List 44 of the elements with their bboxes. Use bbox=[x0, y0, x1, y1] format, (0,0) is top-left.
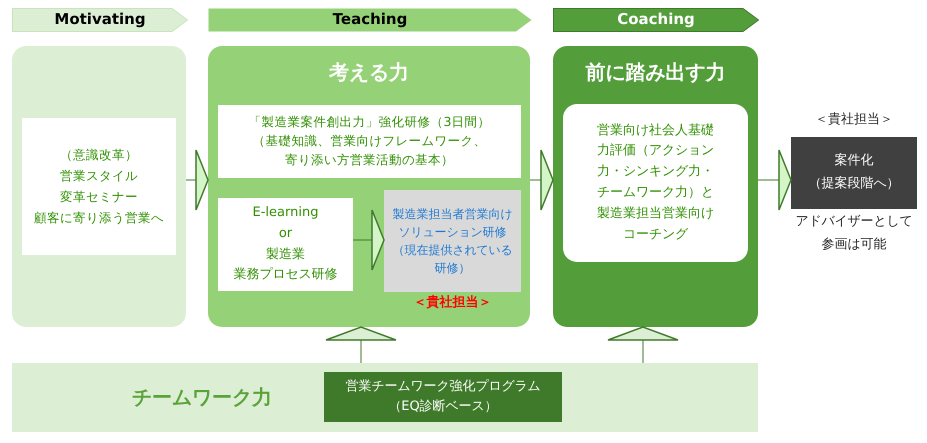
phase-label: Coaching bbox=[617, 9, 695, 30]
program-text: 製造業 bbox=[265, 246, 306, 264]
program-text: （基礎知識、営業向けフレームワーク、寄り添い方営業活動の基本） bbox=[252, 132, 488, 169]
program-card bbox=[22, 118, 176, 255]
stage-panel bbox=[208, 46, 530, 327]
phase-banner bbox=[12, 8, 188, 32]
program-card bbox=[563, 104, 748, 262]
phase-label: Teaching bbox=[332, 9, 408, 30]
phase-banner bbox=[208, 8, 532, 32]
program-text: 製造業担当者営業向けソリューション研修 bbox=[392, 206, 514, 241]
chevron-arrow bbox=[758, 149, 792, 211]
owner-note: ＜貴社担当＞ bbox=[814, 111, 894, 129]
stage-title: 前に踏み出す力 bbox=[586, 59, 726, 86]
program-text: （現在提供されている研修） bbox=[392, 242, 514, 277]
phase-banner bbox=[553, 8, 759, 32]
owner-note: ＜貴社担当＞ bbox=[412, 294, 492, 312]
stage-panel bbox=[553, 46, 758, 327]
outcome-text: （提案段階へ） bbox=[808, 175, 900, 193]
stage-panel bbox=[12, 46, 186, 327]
program-text: or bbox=[278, 224, 294, 243]
program-text: 業務プロセス研修 bbox=[232, 266, 338, 284]
foundation-band bbox=[12, 363, 758, 432]
advisor-note: アドバイザーとして参画は可能 bbox=[794, 213, 914, 254]
program-text: 営業チームワーク強化プログラム bbox=[344, 378, 542, 396]
program-text: 営業スタイル bbox=[59, 166, 139, 185]
outcome-text: 案件化 bbox=[834, 152, 874, 170]
program-text: （EQ診断ベース） bbox=[387, 398, 499, 416]
chevron-arrow bbox=[186, 149, 209, 211]
stage-title: 考える力 bbox=[329, 59, 409, 86]
program-text: 営業向け社会人基礎力評価（アクション力・シンキング力・チームワーク力）と製造業担当営業向けコーチング bbox=[596, 122, 715, 244]
band-title: チームワーク力 bbox=[132, 384, 272, 411]
chevron-arrow bbox=[530, 149, 554, 211]
program-card bbox=[324, 372, 562, 422]
program-text: 「製造業案件創出力」強化研修（3日間） bbox=[248, 113, 492, 132]
program-card bbox=[218, 198, 353, 291]
chevron-arrow bbox=[325, 326, 397, 364]
program-card bbox=[218, 105, 521, 178]
program-text: E-learning bbox=[252, 204, 320, 222]
chevron-arrow bbox=[352, 209, 385, 271]
chevron-arrow bbox=[607, 326, 679, 364]
program-text: 顧客に寄り添う営業へ bbox=[33, 209, 165, 228]
phase-label: Motivating bbox=[54, 9, 146, 30]
program-text: 変革セミナー bbox=[59, 188, 139, 206]
program-text: （意識改革） bbox=[59, 146, 139, 164]
